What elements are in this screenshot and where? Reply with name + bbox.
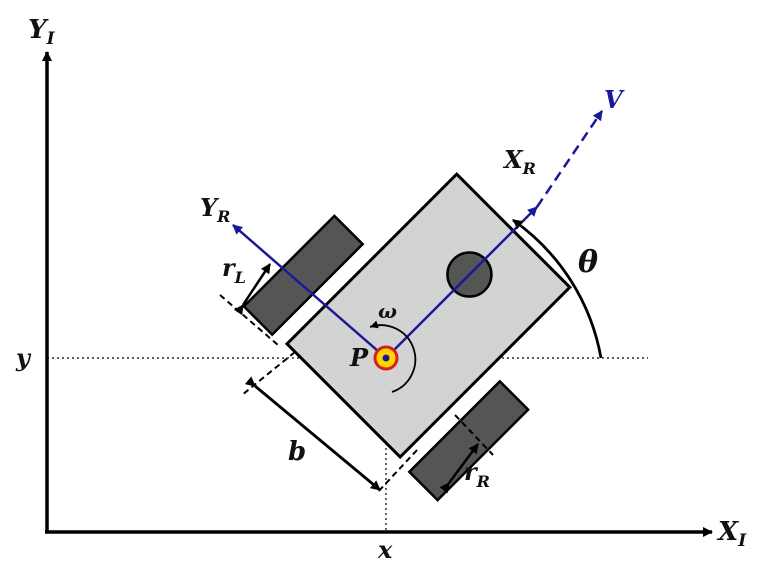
position-y-label: y	[15, 343, 32, 372]
wheel-base-dimension	[244, 376, 381, 492]
robot-x-axis	[385, 206, 538, 359]
wheel-base-ext-right	[375, 449, 418, 495]
center-point-dot	[382, 354, 390, 362]
inertial-y-label: YI	[28, 15, 56, 49]
robot-y-label: YR	[200, 193, 230, 226]
heading-angle-label: θ	[578, 245, 598, 280]
wheel-base-ext-left	[241, 351, 296, 396]
wheel-base-label: b	[288, 437, 306, 467]
robot-x-label: XR	[502, 145, 536, 178]
inertial-x-label: XI	[716, 517, 747, 551]
right-radius-ext	[454, 414, 494, 456]
left-radius-ext	[219, 294, 279, 346]
left-wheel-radius-label: rL	[222, 253, 246, 287]
velocity-label: V	[604, 85, 625, 114]
angular-velocity-label: ω	[378, 299, 397, 323]
left-wheel	[242, 214, 365, 337]
angular-velocity-arc	[369, 320, 417, 393]
right-wheel	[407, 379, 530, 502]
center-point-label: P	[349, 343, 369, 372]
robot-y-axis	[232, 224, 387, 359]
position-x-label: x	[377, 535, 393, 564]
right-wheel-radius-label: rR	[464, 457, 490, 491]
heading-angle-arc	[512, 218, 603, 359]
velocity-vector	[535, 110, 604, 208]
right-wheel-radius-dimension	[439, 443, 480, 494]
left-wheel-radius-dimension	[233, 263, 272, 316]
